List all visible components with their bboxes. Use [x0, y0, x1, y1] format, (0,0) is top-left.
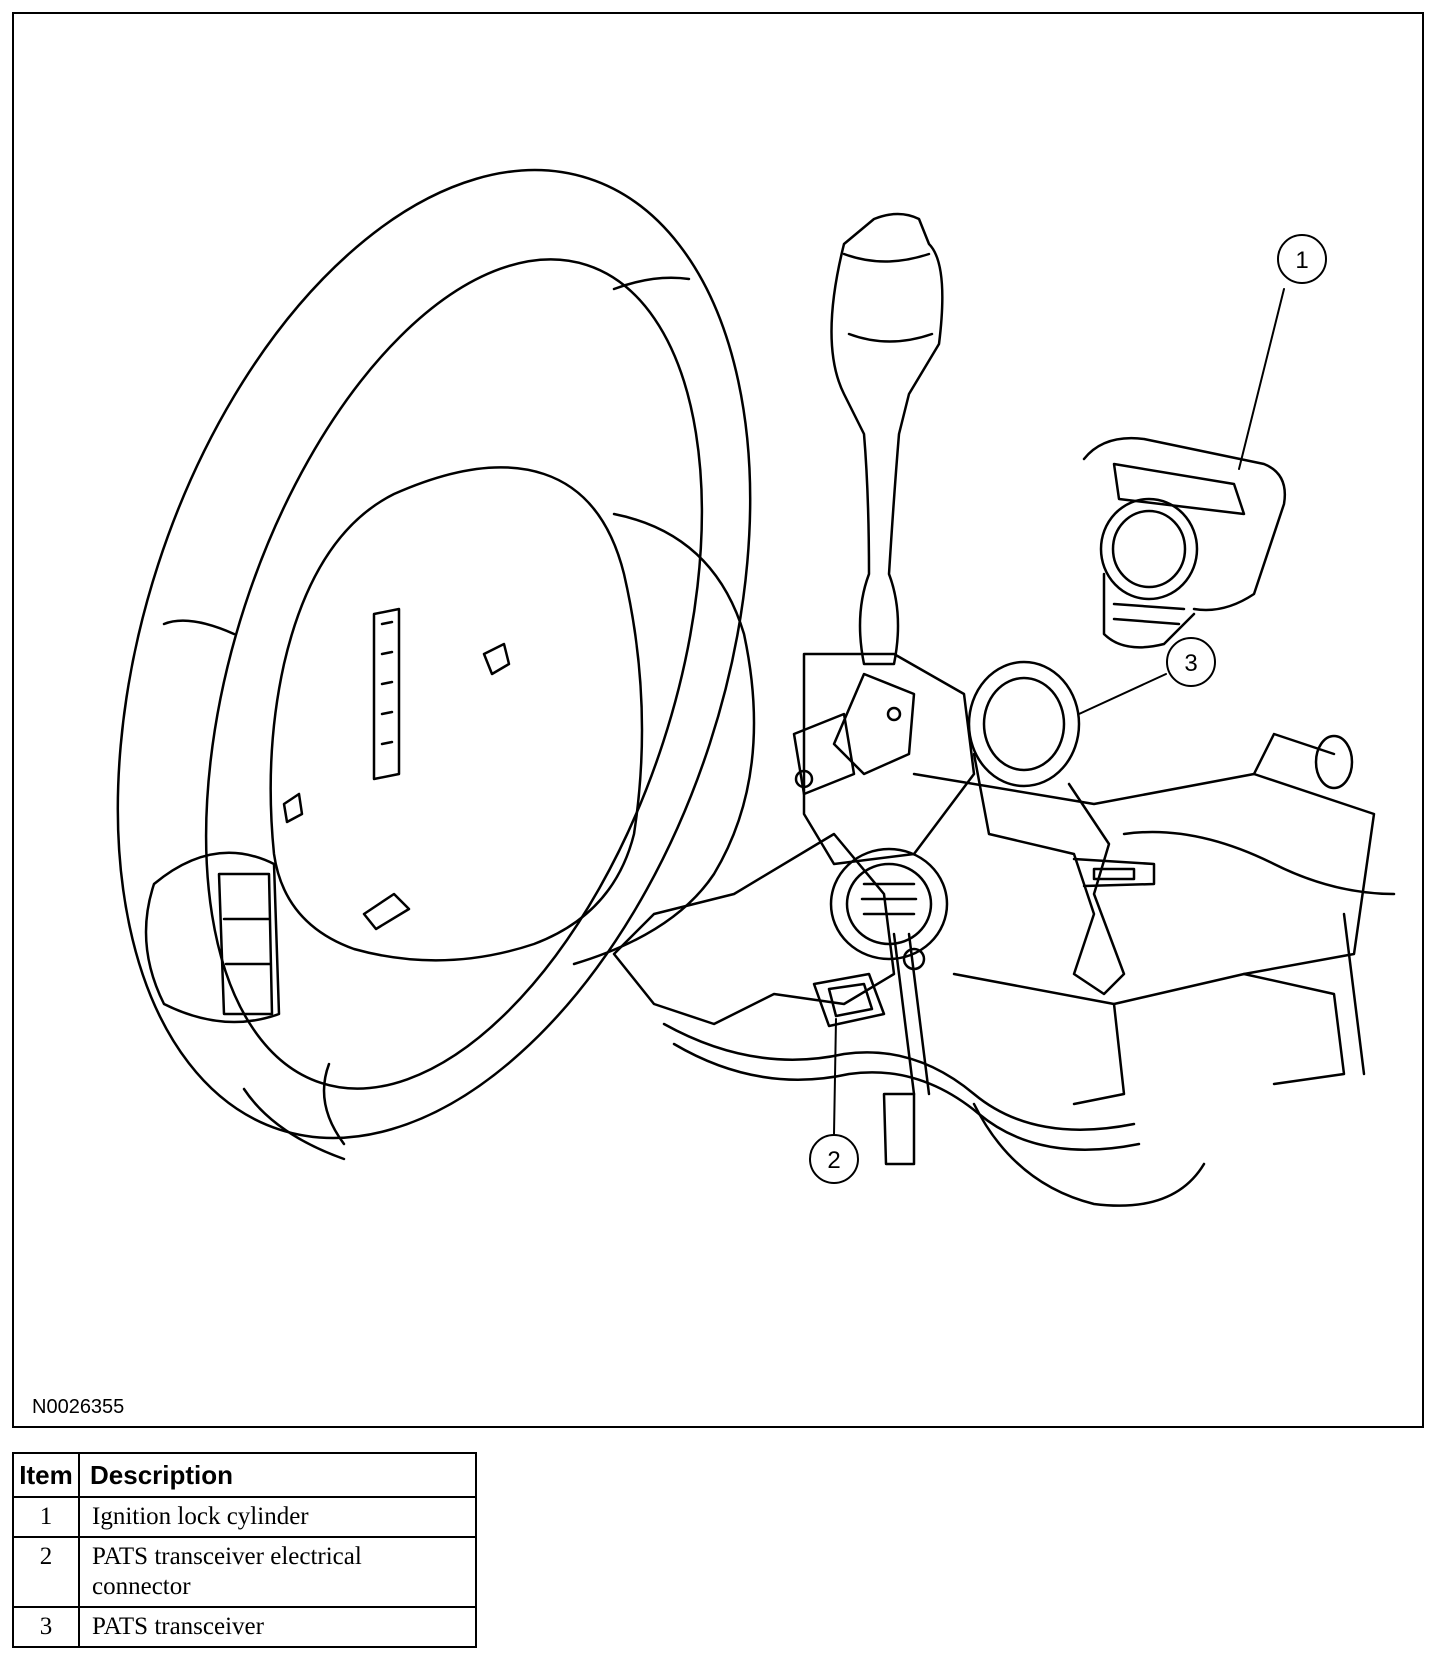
legend-header-row: Item Description [12, 1452, 477, 1498]
multifunction-lever [830, 212, 944, 776]
legend-header-description: Description [78, 1452, 477, 1498]
pats-connector [812, 972, 886, 1028]
legend-item-number: 3 [12, 1606, 80, 1648]
legend-item-number: 2 [12, 1536, 80, 1608]
pats-transceiver [967, 660, 1156, 996]
callout-1-label: 1 [1295, 247, 1308, 274]
callout-3: 3 [1078, 637, 1216, 715]
steering-wheel [116, 168, 752, 1161]
diagram-frame: 1 3 2 N0026355 [12, 12, 1424, 1428]
callout-1: 1 [1238, 234, 1327, 470]
legend-item-description: PATS transceiver [78, 1606, 477, 1648]
lock-cylinder-housing [829, 847, 949, 961]
legend-item-description: Ignition lock cylinder [78, 1496, 477, 1538]
cruise-control-switches [144, 851, 281, 1024]
legend-item-description: PATS transceiver electrical connector [78, 1536, 477, 1608]
legend-header-item: Item [12, 1452, 80, 1498]
table-row: 1 Ignition lock cylinder [12, 1496, 477, 1538]
figure-id: N0026355 [32, 1396, 125, 1418]
legend-table: Item Description 1 Ignition lock cylinde… [12, 1452, 477, 1648]
legend-item-number: 1 [12, 1496, 80, 1538]
callout-2-label: 2 [827, 1147, 840, 1174]
steering-column-illustration: 1 3 2 [116, 168, 1396, 1207]
airbag-hub [269, 466, 756, 966]
wiring-harness [662, 830, 1396, 1207]
table-row: 3 PATS transceiver [12, 1606, 477, 1648]
callout-3-label: 3 [1184, 650, 1197, 677]
table-row: 2 PATS transceiver electrical connector [12, 1536, 477, 1608]
callout-2: 2 [809, 1018, 859, 1184]
ignition-lock-cylinder [1082, 437, 1287, 649]
steering-column-housing [612, 652, 1376, 1106]
